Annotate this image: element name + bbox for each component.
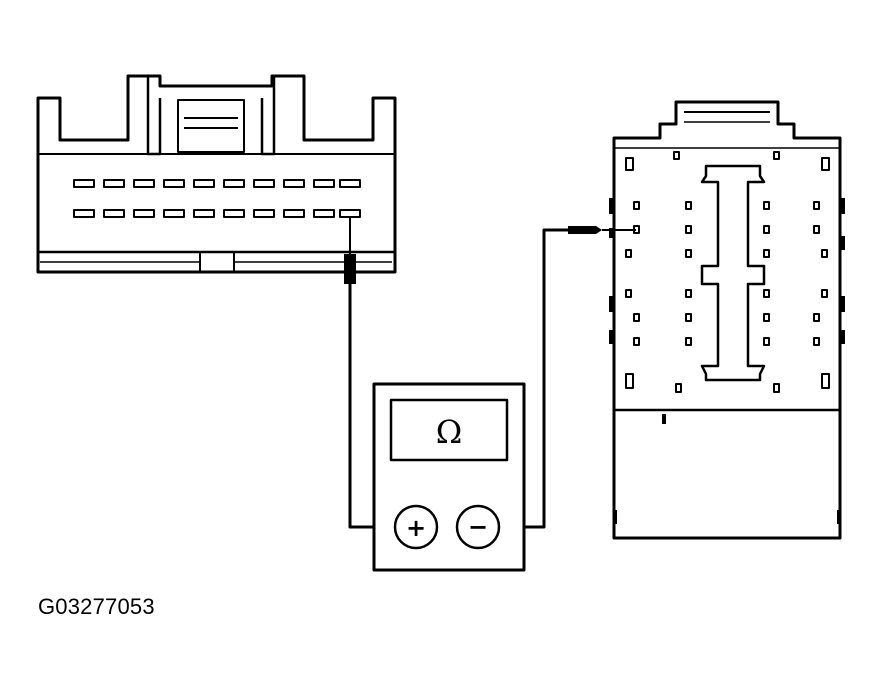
harness-connector-icon [36,74,397,274]
module-connector-icon [609,100,845,540]
module-pin-array [625,151,830,424]
connector-pin-row-lower [73,209,361,218]
meter-negative-terminal: − [468,513,488,541]
ohmmeter-icon [372,382,526,572]
meter-positive-terminal: + [406,514,426,542]
figure-id: G03277053 [38,594,155,619]
meter-ohm-symbol: Ω [436,413,463,451]
connector-pin-row-upper [73,179,361,188]
